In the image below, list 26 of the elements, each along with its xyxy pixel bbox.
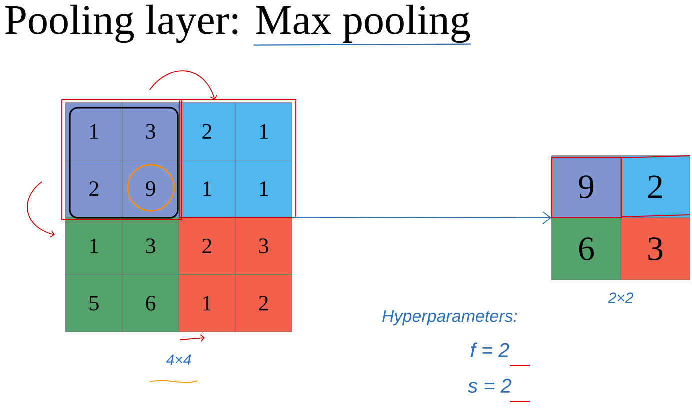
grid-cell: 6 bbox=[552, 218, 622, 280]
size-label: 4×4 bbox=[166, 354, 192, 366]
grid-cell: 3 bbox=[122, 102, 180, 160]
grid-cell: 6 bbox=[122, 274, 180, 332]
grid-cell: 2 bbox=[178, 102, 236, 160]
note-text: f = 2 bbox=[470, 342, 510, 358]
note-text: s = 2 bbox=[468, 378, 512, 394]
grid-cell: 1 bbox=[66, 102, 123, 160]
note-text: Hyperparameters: bbox=[382, 310, 518, 326]
grid-cell: 1 bbox=[235, 102, 292, 160]
grid-cell: 1 bbox=[178, 160, 236, 218]
grid-cell: 9 bbox=[552, 156, 622, 218]
grid-cell: 2 bbox=[178, 217, 236, 275]
grid-cell: 1 bbox=[178, 274, 236, 332]
title: Pooling layer: Max pooling bbox=[5, 4, 470, 44]
grid-cell: 3 bbox=[122, 217, 180, 275]
grid-cell: 2 bbox=[620, 156, 690, 218]
grid-cell: 3 bbox=[235, 217, 292, 275]
grid-cell: 1 bbox=[235, 160, 292, 218]
grid-cell: 1 bbox=[66, 217, 123, 275]
arrow bbox=[292, 212, 552, 224]
grid-cell: 2 bbox=[66, 160, 123, 218]
grid-cell: 5 bbox=[66, 274, 123, 332]
grid-cell: 3 bbox=[620, 218, 690, 280]
size-label: 2×2 bbox=[608, 292, 634, 304]
grid-cell: 2 bbox=[235, 274, 292, 332]
